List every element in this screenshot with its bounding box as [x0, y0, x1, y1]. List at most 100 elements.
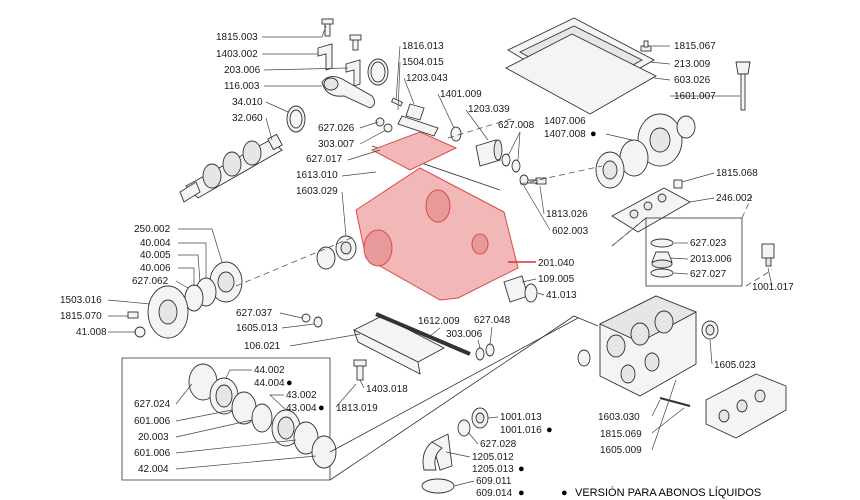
- valve-plate-246-002: [611, 187, 691, 233]
- label-1203-043: 1203.043: [406, 73, 448, 84]
- leader-40-006: [178, 267, 195, 286]
- label-213-009: 213.009: [674, 59, 711, 70]
- label-1401-009: 1401.009: [440, 89, 482, 100]
- leader-2013-006: [669, 257, 689, 260]
- leader-1813-019: [335, 383, 357, 408]
- washer-602: [519, 174, 529, 186]
- leader-213-009: [649, 61, 671, 65]
- gasket-603-026: [505, 33, 657, 115]
- label-1613-010: 1613.010: [296, 170, 338, 181]
- label-1203-039: 1203.039: [468, 104, 510, 115]
- manifold-side: [705, 373, 787, 439]
- leader-32-060: [265, 117, 273, 141]
- label-40-006: 40.006: [140, 263, 171, 274]
- label-1816-013: 1816.013: [402, 41, 444, 52]
- label-609-011: 609.011: [476, 476, 512, 487]
- label-44-002: 44.002: [254, 365, 285, 376]
- connect-valvebox: [611, 217, 647, 247]
- leader-1613-010: [341, 171, 377, 177]
- connect-seals-to-head-b: [329, 317, 579, 453]
- oring-627-023: [650, 238, 674, 248]
- leader-106-021: [289, 333, 361, 347]
- label-1605-009: 1605.009: [600, 445, 642, 456]
- leader-627-048: [489, 326, 493, 345]
- leader-1815-003: [262, 25, 327, 38]
- seal-1603-029: [335, 235, 357, 261]
- screw-1815-069: [659, 397, 691, 407]
- ring-41-008: [134, 326, 146, 338]
- plug-1603: [316, 246, 336, 270]
- label-43-004: 43.004: [286, 403, 317, 414]
- label-627-048: 627.048: [474, 315, 511, 326]
- leader-43-002: [269, 394, 287, 411]
- valve-group-box: [645, 217, 743, 287]
- seal-1401-009: [450, 126, 462, 142]
- label-203-006: 203.006: [224, 65, 261, 76]
- labels: 1815.003 1403.002 203.006 116.003 34.010…: [60, 32, 794, 499]
- legend-bullet: ●: [561, 487, 568, 499]
- ring-609-011: [421, 478, 455, 494]
- leader-1612-009: [429, 327, 441, 337]
- label-40-004: 40.004: [140, 238, 171, 249]
- rod-1612-009: [375, 312, 471, 356]
- ring-42-004: [311, 435, 337, 469]
- crankshaft-32-060: [179, 133, 283, 203]
- oring-627-027: [650, 268, 674, 278]
- leader-41-013: [537, 292, 545, 296]
- leader-303-006: [477, 339, 481, 349]
- leader-44-002: [225, 369, 252, 379]
- leader-627-026: [359, 121, 379, 129]
- bullet-1407-008: ●: [590, 128, 597, 140]
- label-1815-070: 1815.070: [60, 311, 102, 322]
- leader-601-006b: [175, 439, 297, 454]
- label-106-021: 106.021: [244, 341, 281, 352]
- label-1603-030: 1603.030: [598, 412, 640, 423]
- label-1815-067: 1815.067: [674, 41, 716, 52]
- leader-602-003: [523, 185, 551, 231]
- leader-1203-039: [465, 109, 489, 141]
- label-1407-008: 1407.008: [544, 129, 586, 140]
- label-627-017: 627.017: [306, 154, 343, 165]
- plug-1605-013: [313, 316, 323, 328]
- oring-627-048: [485, 343, 495, 357]
- connect-seals-to-head: [329, 315, 599, 481]
- leader-20-003: [175, 419, 253, 438]
- label-1407-006: 1407.006: [544, 116, 586, 127]
- bullet-1001-016: ●: [546, 424, 553, 436]
- label-627-027: 627.027: [690, 269, 727, 280]
- ring-41-013: [524, 283, 538, 303]
- label-601-006a: 601.006: [134, 416, 171, 427]
- label-1001-017: 1001.017: [752, 282, 794, 293]
- leader-1815-068: [681, 172, 715, 183]
- bolt-1815-068: [673, 179, 683, 189]
- leader-627-028: [467, 431, 479, 445]
- leader-1407-006: [605, 133, 633, 141]
- leader-1815-069: [651, 407, 685, 434]
- label-627-037: 627.037: [236, 308, 273, 319]
- label-303-007: 303.007: [318, 139, 355, 150]
- plug-1605-left: [577, 349, 591, 367]
- label-1001-013: 1001.013: [500, 412, 542, 423]
- label-602-003: 602.003: [552, 226, 589, 237]
- assembly-line-1: [235, 235, 357, 287]
- label-303-006: 303.006: [446, 329, 483, 340]
- leader-250-002: [178, 228, 223, 263]
- oring-627-026: [375, 117, 385, 127]
- assembly-line-5: [745, 269, 773, 287]
- leader-1813-026: [539, 185, 545, 215]
- label-1612-009: 1612.009: [418, 316, 460, 327]
- flange-1503-016: [147, 285, 189, 339]
- leader-109-005: [521, 278, 537, 283]
- seal-43-002: [271, 409, 301, 447]
- bullet-609-014: ●: [518, 487, 525, 499]
- leader-1816-013: [395, 45, 401, 101]
- label-1603-029: 1603.029: [296, 186, 338, 197]
- leader-1205-012: [445, 451, 471, 458]
- leader-1605-023: [709, 339, 713, 365]
- leader-627-008: [507, 131, 521, 157]
- bolt-1815-067: [640, 40, 652, 52]
- leader-1503-016: [107, 299, 151, 305]
- screw-1403-018: [353, 359, 367, 381]
- bolt-1815-003b: [349, 34, 362, 51]
- label-109-005: 109.005: [538, 274, 575, 285]
